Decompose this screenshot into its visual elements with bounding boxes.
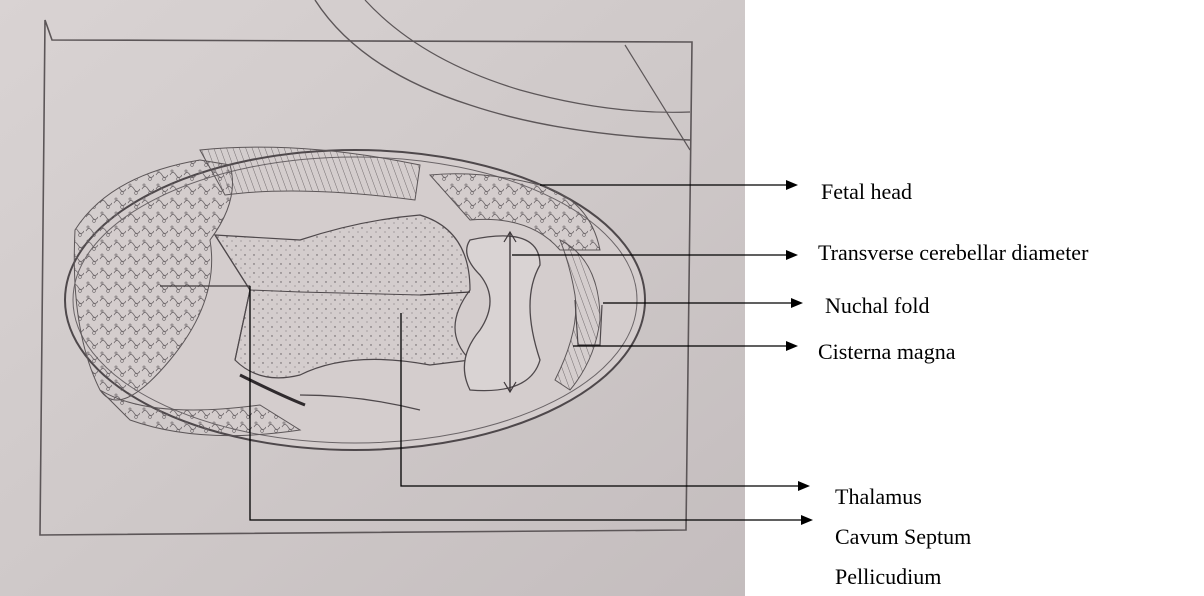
label-nuchal-fold: Nuchal fold bbox=[825, 293, 929, 319]
label-cavum-septum-line1: Cavum Septum bbox=[835, 524, 971, 550]
arrowhead-nuchal-fold bbox=[791, 298, 803, 308]
label-cavum-septum-line2: Pellicudium bbox=[835, 564, 941, 590]
label-fetal-head: Fetal head bbox=[821, 179, 912, 205]
arrowhead-thalamus bbox=[798, 481, 810, 491]
label-transverse-cerebellar-diameter: Transverse cerebellar diameter bbox=[818, 240, 1088, 266]
arrowhead-fetal-head bbox=[786, 180, 798, 190]
label-thalamus: Thalamus bbox=[835, 484, 922, 510]
arrowhead-cavum-septum bbox=[801, 515, 813, 525]
label-cisterna-magna: Cisterna magna bbox=[818, 339, 955, 365]
arrowhead-tcd bbox=[786, 250, 798, 260]
thalamus-region bbox=[215, 215, 470, 378]
arrowhead-cisterna-magna bbox=[786, 341, 798, 351]
